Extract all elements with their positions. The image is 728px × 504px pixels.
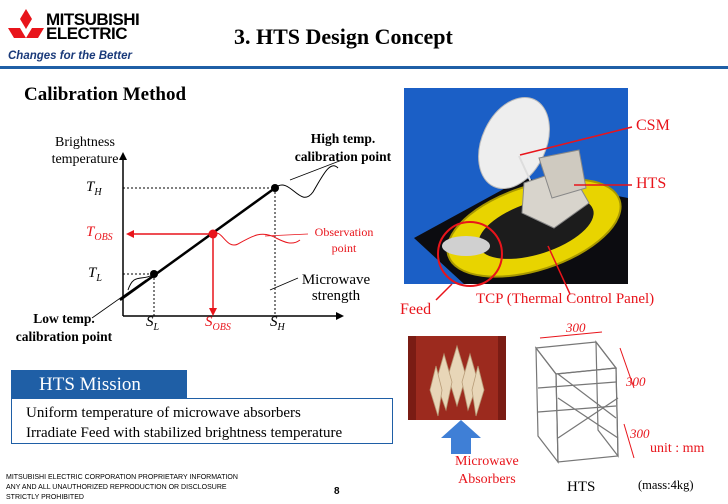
absorbers-label-line-2: Absorbers	[458, 472, 516, 487]
high-point-label-line-2: calibration point	[294, 149, 392, 164]
feed-highlight-circle	[437, 221, 503, 287]
mission-line-1: Uniform temperature of microwave absorbe…	[26, 405, 301, 421]
tcp-label: TCP (Thermal Control Panel)	[476, 291, 655, 307]
page-number: 8	[334, 486, 340, 497]
dim-right-label-2: 300	[630, 426, 650, 441]
calibration-line	[119, 186, 276, 302]
observation-label-line-2: point	[331, 241, 357, 255]
s-high-label: SH	[270, 314, 285, 333]
footer-notice: MITSUBISHI ELECTRIC CORPORATION PROPRIET…	[6, 473, 276, 503]
t-high-subscript: H	[94, 187, 102, 198]
calibration-graph	[91, 152, 344, 320]
feed-label: Feed	[400, 301, 432, 318]
y-axis-label: Brightness temperature	[44, 134, 126, 168]
footer-line-2: ANY AND ALL UNAUTHORIZED REPRODUCTION OR…	[6, 484, 227, 491]
s-high-symbol: S	[270, 314, 278, 330]
observation-label: Observation point	[306, 224, 382, 256]
dim-right-label-1: 300	[626, 374, 646, 389]
t-high-symbol: T	[86, 179, 95, 195]
s-obs-subscript: OBS	[212, 322, 231, 333]
low-label-pointer	[91, 279, 147, 319]
s-high-subscript: H	[277, 322, 285, 333]
obs-arrow-left	[126, 230, 134, 238]
mitsubishi-diamonds-icon	[8, 9, 44, 38]
obs-arrow-down	[209, 308, 217, 316]
footer-line-3: STRICTLY PROHIBITED	[6, 494, 84, 501]
logo-line-1: MITSUBISHI	[46, 10, 140, 29]
hts-photo-illustration	[404, 88, 628, 284]
footer-line-1: MITSUBISHI ELECTRIC CORPORATION PROPRIET…	[6, 474, 238, 481]
t-obs-symbol: T	[86, 224, 95, 240]
dotted-guides	[123, 187, 276, 316]
high-calibration-point	[271, 184, 279, 192]
page-title: 3. HTS Design Concept	[234, 24, 453, 49]
mission-box: Uniform temperature of microwave absorbe…	[11, 398, 393, 444]
s-low-subscript: L	[153, 322, 160, 333]
x-axis-label-line-2: strength	[311, 288, 361, 304]
logo-line-2: ELECTRIC	[46, 24, 128, 43]
observation-label-line-1: Observation	[314, 225, 374, 239]
s-low-symbol: S	[146, 314, 154, 330]
low-point-label-line-1: Low temp.	[33, 311, 95, 326]
y-axis-label-line-1: Brightness	[55, 135, 115, 150]
mass-label: (mass:4kg)	[638, 478, 694, 492]
observation-curve	[212, 232, 301, 246]
unit-label: unit : mm	[650, 441, 705, 456]
x-axis-label: Microwave strength	[284, 272, 388, 304]
low-calibration-point	[150, 270, 158, 278]
absorbers-photo	[408, 336, 506, 420]
dim-top-label: 300	[566, 320, 586, 335]
observation-point	[208, 229, 218, 239]
absorbers-label-line-1: Microwave	[455, 454, 519, 469]
absorbers-label: Microwave Absorbers	[455, 453, 519, 489]
low-point-label-line-2: calibration point	[15, 329, 113, 344]
low-point-label: Low temp. calibration point	[4, 310, 124, 346]
high-label-pointer	[289, 159, 343, 181]
observation-guides	[132, 233, 214, 312]
hts-photo-label: HTS	[636, 175, 667, 192]
t-low-subscript: L	[96, 273, 102, 284]
t-low-symbol: T	[88, 265, 97, 281]
hts-photo	[404, 88, 628, 284]
mission-line-2: Irradiate Feed with stabilized brightnes…	[26, 425, 343, 441]
title-rule	[0, 66, 728, 69]
t-low-label: TL	[88, 265, 102, 284]
hts-drawing-label: HTS	[567, 479, 596, 495]
y-axis-label-line-2: temperature	[51, 152, 119, 167]
obs-label-pointer	[264, 233, 309, 237]
graph-axes	[119, 152, 344, 320]
hts-frame-drawing	[534, 331, 635, 464]
mission-banner: HTS Mission	[11, 370, 187, 398]
high-point-label-line-1: High temp.	[310, 131, 376, 146]
t-obs-label: TOBS	[86, 224, 113, 243]
s-low-label: SL	[146, 314, 159, 333]
blue-up-arrow-icon	[441, 420, 481, 454]
t-obs-subscript: OBS	[94, 232, 113, 243]
absorbers-illustration	[408, 336, 506, 420]
high-point-label: High temp. calibration point	[284, 130, 402, 166]
logo: MITSUBISHI ELECTRIC Changes for the Bett…	[6, 6, 196, 66]
x-axis-label-pointer	[269, 277, 299, 291]
s-obs-symbol: S	[205, 314, 213, 330]
section-title-calibration: Calibration Method	[24, 84, 187, 105]
tagline: Changes for the Better	[8, 50, 132, 62]
csm-label: CSM	[636, 117, 670, 134]
t-high-label: TH	[86, 179, 102, 198]
high-point-curve	[274, 165, 339, 198]
s-obs-label: SOBS	[205, 314, 231, 333]
x-axis-label-line-1: Microwave	[301, 272, 371, 288]
